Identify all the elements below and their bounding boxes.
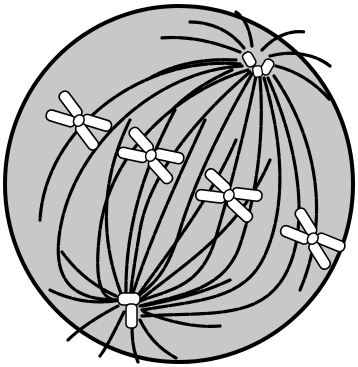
cell-membrane [5, 6, 353, 362]
